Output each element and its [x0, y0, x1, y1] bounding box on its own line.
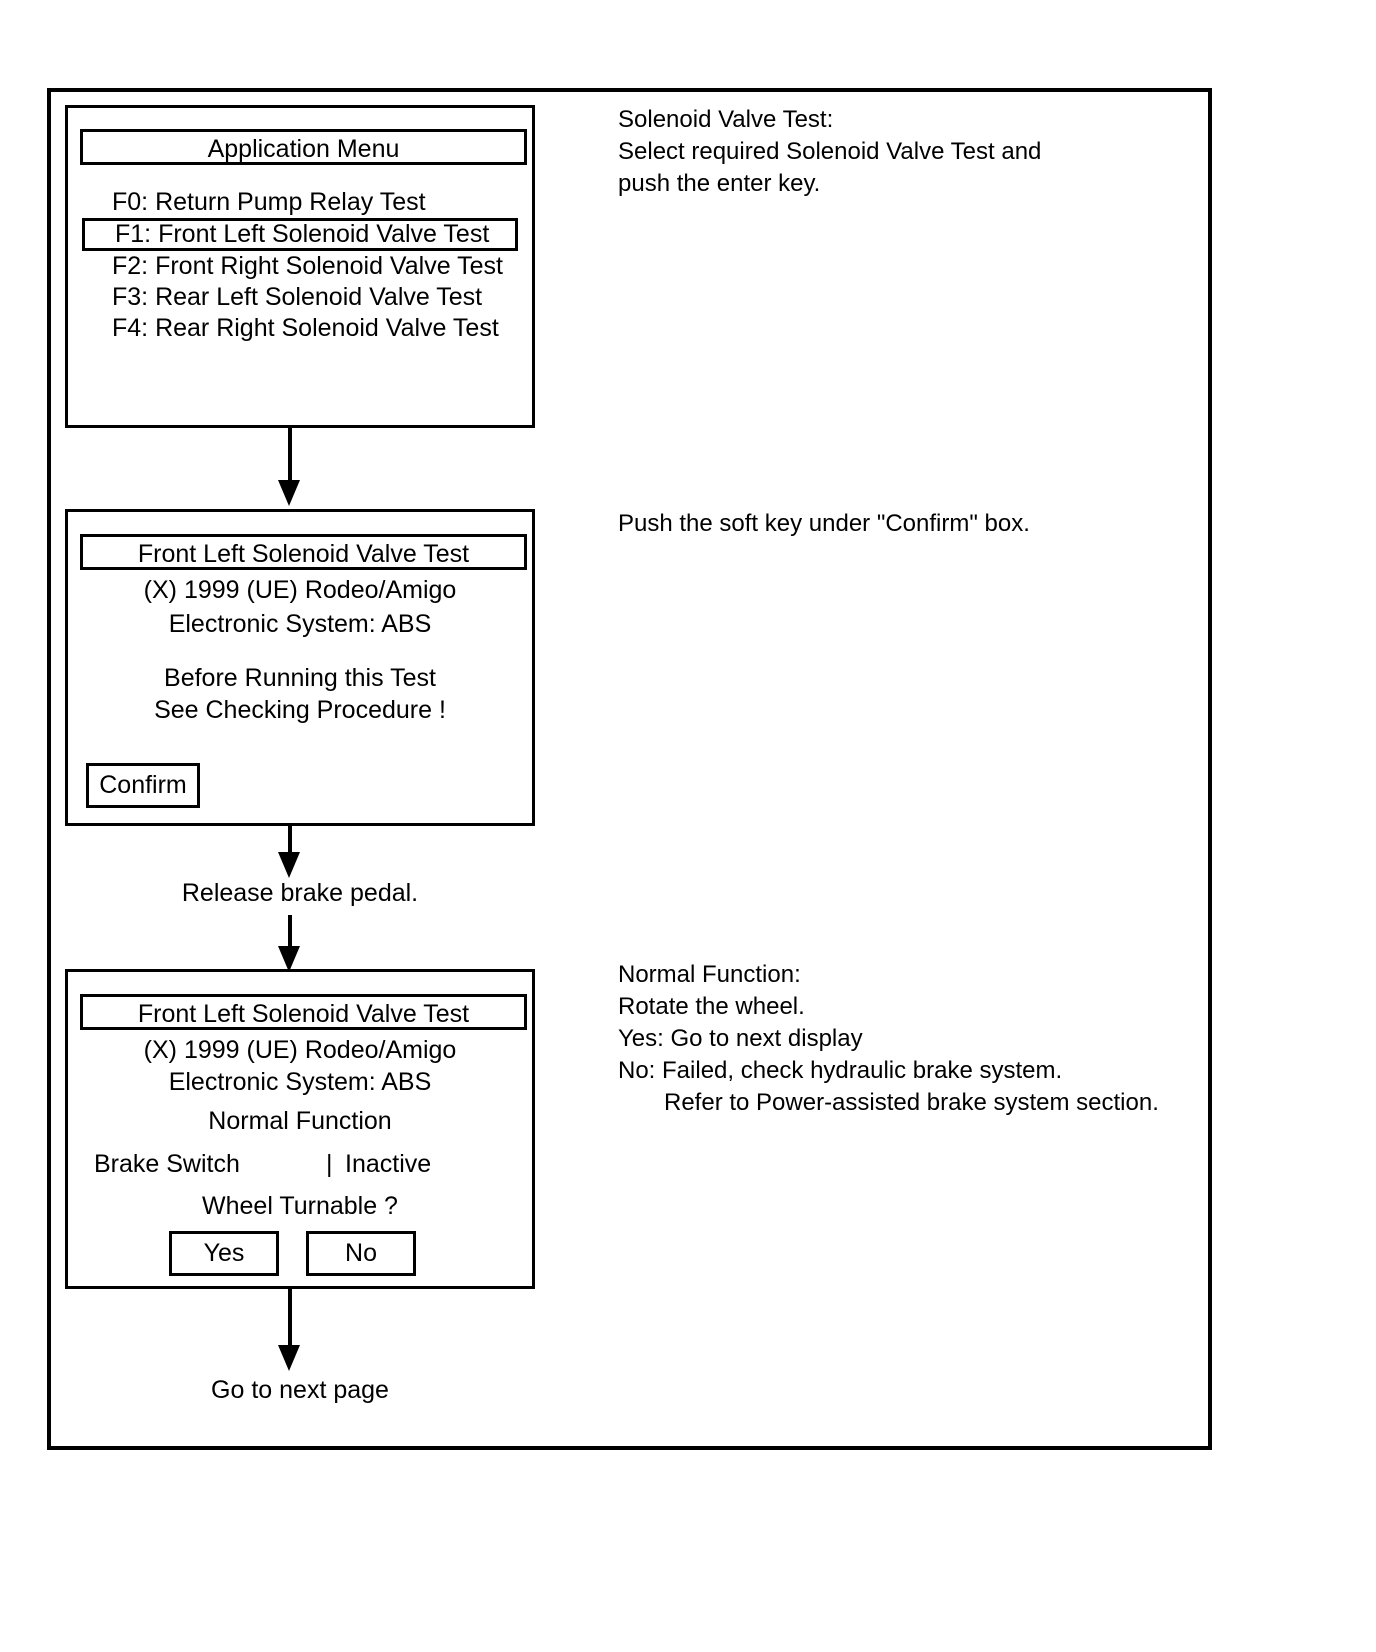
- yes-button[interactable]: Yes: [169, 1231, 279, 1276]
- annotation-nf-line-5: Refer to Power-assisted brake system sec…: [664, 1089, 1159, 1116]
- normal-function-system: Electronic System: ABS: [68, 1066, 532, 1098]
- flow-arrow-4-head: [278, 1345, 300, 1371]
- brake-switch-row: Brake Switch | Inactive: [68, 1148, 532, 1180]
- annotation-solenoid-valve-test: Solenoid Valve Test: Select required Sol…: [618, 104, 1041, 200]
- menu-item-f0[interactable]: F0: Return Pump Relay Test: [68, 187, 532, 218]
- confirm-system-text: Electronic System: ABS: [168, 610, 432, 638]
- confirm-vehicle-text: (X) 1999 (UE) Rodeo/Amigo: [143, 576, 457, 604]
- annotation-svt-line-3: push the enter key.: [618, 170, 821, 197]
- page-frame: [47, 88, 1212, 1450]
- annotation-nf-line-2: Rotate the wheel.: [618, 993, 805, 1020]
- application-menu-title: Application Menu: [207, 135, 400, 163]
- menu-item-f3-label: F3: Rear Left Solenoid Valve Test: [112, 283, 483, 311]
- screen-confirm: Front Left Solenoid Valve Test (X) 1999 …: [65, 509, 535, 826]
- screen-normal-function: Front Left Solenoid Valve Test (X) 1999 …: [65, 969, 535, 1289]
- normal-function-mode-text: Normal Function: [208, 1107, 392, 1135]
- menu-item-f1-label: F1: Front Left Solenoid Valve Test: [115, 220, 490, 248]
- normal-function-title-bar: Front Left Solenoid Valve Test: [80, 994, 527, 1030]
- confirm-warning-line-1: Before Running this Test: [68, 662, 532, 694]
- annotation-nf-line-3: Yes: Go to next display: [618, 1025, 863, 1052]
- wheel-turnable-question: Wheel Turnable ?: [68, 1190, 532, 1222]
- application-menu-title-bar: Application Menu: [80, 129, 527, 165]
- flow-arrow-3-stem: [288, 915, 292, 950]
- confirm-vehicle: (X) 1999 (UE) Rodeo/Amigo: [68, 574, 532, 606]
- annotation-svt-line-1: Solenoid Valve Test:: [618, 106, 834, 133]
- flow-arrow-2-stem: [288, 826, 292, 856]
- confirm-button[interactable]: Confirm: [86, 763, 200, 808]
- normal-function-system-text: Electronic System: ABS: [168, 1068, 432, 1096]
- menu-item-f1[interactable]: F1: Front Left Solenoid Valve Test: [82, 218, 518, 251]
- confirm-title: Front Left Solenoid Valve Test: [137, 540, 470, 568]
- application-menu-list: F0: Return Pump Relay Test F1: Front Lef…: [68, 187, 532, 344]
- menu-item-f2[interactable]: F2: Front Right Solenoid Valve Test: [68, 251, 532, 282]
- flow-label-go-to-next-page: Go to next page: [65, 1375, 535, 1405]
- brake-switch-separator: |: [326, 1150, 333, 1178]
- flow-arrow-3-head: [278, 946, 300, 972]
- flow-arrow-4-stem: [288, 1289, 292, 1349]
- confirm-button-label: Confirm: [99, 771, 187, 799]
- menu-item-f4[interactable]: F4: Rear Right Solenoid Valve Test: [68, 313, 532, 344]
- annotation-soft-key: Push the soft key under "Confirm" box.: [618, 508, 1030, 540]
- wheel-turnable-question-text: Wheel Turnable ?: [202, 1192, 398, 1220]
- confirm-title-bar: Front Left Solenoid Valve Test: [80, 534, 527, 570]
- brake-switch-value: Inactive: [345, 1150, 432, 1178]
- annotation-nf-line-4: No: Failed, check hydraulic brake system…: [618, 1057, 1063, 1084]
- go-to-next-page-text: Go to next page: [211, 1376, 389, 1404]
- brake-switch-label: Brake Switch: [94, 1150, 240, 1178]
- annotation-normal-function: Normal Function: Rotate the wheel. Yes: …: [618, 959, 1159, 1119]
- menu-item-f0-label: F0: Return Pump Relay Test: [112, 188, 426, 216]
- flow-arrow-1-stem: [288, 428, 292, 484]
- no-button-label: No: [345, 1239, 377, 1267]
- menu-item-f3[interactable]: F3: Rear Left Solenoid Valve Test: [68, 282, 532, 313]
- confirm-warning-1-text: Before Running this Test: [164, 664, 436, 692]
- release-brake-pedal-text: Release brake pedal.: [181, 879, 419, 907]
- flow-arrow-2-head: [278, 852, 300, 878]
- confirm-system: Electronic System: ABS: [68, 608, 532, 640]
- flow-label-release-brake-pedal: Release brake pedal.: [65, 878, 535, 908]
- screen-application-menu: Application Menu F0: Return Pump Relay T…: [65, 105, 535, 428]
- normal-function-title: Front Left Solenoid Valve Test: [137, 1000, 470, 1028]
- yes-button-label: Yes: [203, 1239, 245, 1267]
- annotation-svt-line-2: Select required Solenoid Valve Test and: [618, 138, 1042, 165]
- confirm-warning-2-text: See Checking Procedure !: [154, 696, 446, 724]
- normal-function-mode: Normal Function: [68, 1105, 532, 1137]
- no-button[interactable]: No: [306, 1231, 416, 1276]
- normal-function-vehicle-text: (X) 1999 (UE) Rodeo/Amigo: [143, 1036, 457, 1064]
- confirm-warning-line-2: See Checking Procedure !: [68, 694, 532, 726]
- annotation-nf-line-1: Normal Function:: [618, 961, 801, 988]
- flow-arrow-1-head: [278, 480, 300, 506]
- normal-function-vehicle: (X) 1999 (UE) Rodeo/Amigo: [68, 1034, 532, 1066]
- menu-item-f4-label: F4: Rear Right Solenoid Valve Test: [112, 314, 499, 342]
- menu-item-f2-label: F2: Front Right Solenoid Valve Test: [112, 252, 503, 280]
- annotation-soft-key-line-1: Push the soft key under "Confirm" box.: [618, 510, 1030, 537]
